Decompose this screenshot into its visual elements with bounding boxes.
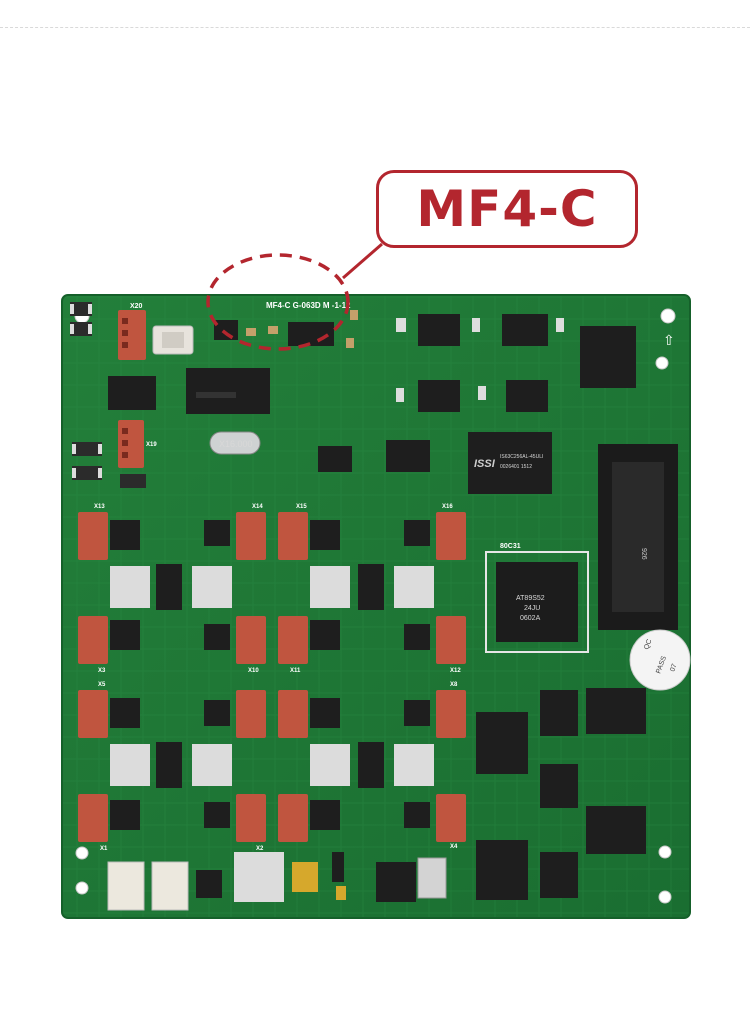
connector-x20 [118,310,146,360]
mcu-chip: AT89S52 24JU 0602A [485,551,589,653]
mcu-ref-label: 80C31 [500,543,521,550]
crystal-label: X16.000 [219,439,253,449]
issi-text-line-1: IS63C256AL-45ULI [500,454,543,460]
x10-label: X10 [248,668,259,674]
qc-text-1: QC [643,638,653,650]
channel-quadrant-top-right [278,512,466,664]
callout-highlight-ellipse [206,253,350,351]
bottom-components [107,852,447,911]
mf4c-callout-box: MF4-C [376,170,638,248]
qc-text-3: 07 [669,663,678,673]
x14-label: X14 [252,504,263,510]
x19-label: X19 [146,442,157,448]
issi-logo: ISSI [474,458,496,470]
issi-memory-chip: ISSI IS63C256AL-45ULI 0026401 1512 [468,432,552,494]
socket-label: 926 [640,548,647,560]
x11-label: X11 [290,668,301,674]
callout-leader-line [342,242,383,280]
x16-label: X16 [442,504,453,510]
x2-label: X2 [256,846,264,852]
left-diodes-2 [72,442,146,488]
channel-quadrant-bottom-left [78,690,266,842]
qc-pass-sticker: QC PASS 07 [629,629,691,691]
mcu-text-line-2: 24JU [524,605,540,612]
x20-label: X20 [130,303,143,310]
x15-label: X15 [296,504,307,510]
mcu-text-line-3: 0602A [520,615,541,622]
connector-x19 [118,420,144,468]
mcu-text-line-1: AT89S52 [516,595,545,602]
mf4c-area-chips [214,310,358,348]
x4-label: X4 [450,844,458,850]
connector-labels: X13 X14 X15 X16 X3 X10 X11 X12 X5 X8 X1 … [94,504,461,852]
x3-label: X3 [98,668,106,674]
callout-label: MF4-C [416,180,598,238]
x8-label: X8 [450,682,458,688]
silkscreen-board-id: MF4-C G-063D M -1-12 [266,301,351,310]
x13-label: X13 [94,504,105,510]
x5-label: X5 [98,682,106,688]
top-dashed-divider [0,27,750,28]
channel-quadrant-bottom-right [278,690,466,842]
dip-socket: 926 [598,444,678,630]
svg-text:⇧: ⇧ [663,332,675,348]
x12-label: X12 [450,668,461,674]
left-middle-ics: X16.000 [108,368,430,472]
issi-text-line-2: 0026401 1512 [500,464,532,470]
top-right-ics: ⇧ [396,314,675,412]
top-left-diodes [70,302,92,336]
right-column-ics [476,688,646,900]
x1-label: X1 [100,846,108,852]
channel-quadrant-top-left [78,512,266,664]
